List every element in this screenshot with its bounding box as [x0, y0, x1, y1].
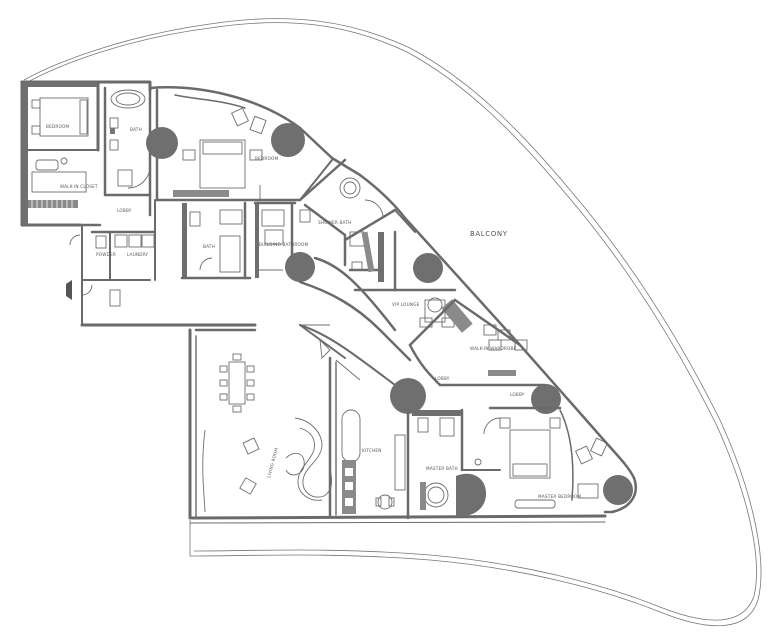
lobby-1-label: LOBBY [117, 208, 132, 213]
bath-1-room [103, 86, 152, 217]
central-corridor [285, 252, 561, 414]
misc-details [300, 209, 501, 471]
shower-bath-label: SHOWER BATH [318, 220, 351, 225]
walkin-closet-1-label: WALK-IN CLOSET [60, 184, 98, 189]
powder-label: POWDER [96, 252, 116, 257]
bedroom-2-label: BEDROOM [255, 156, 278, 161]
master-bedroom-room [483, 406, 633, 509]
service-rooms [66, 199, 157, 307]
bath-2-label: BATH [203, 244, 215, 249]
laundry-label: LAUNDRY [127, 252, 149, 257]
walkin-wardrobe-label: WALK-IN WARDROBE [470, 346, 517, 351]
vip-lounge-room [353, 230, 473, 333]
building-bathroom-label: BUILDING BATHROOM [259, 242, 308, 247]
balcony-label: BALCONY [470, 230, 508, 238]
kitchen-room [341, 408, 410, 520]
balcony-outline [23, 18, 762, 627]
living-room [194, 328, 337, 517]
living-room-label: LIVING ROOM [266, 447, 279, 478]
bath-1-label: BATH [130, 127, 142, 132]
vip-lounge-label: VIP LOUNGE [392, 302, 420, 307]
lobby-2-label: LOBBY [435, 376, 450, 381]
master-bath-room [412, 408, 487, 516]
lobby-3-label: LOBBY [510, 392, 525, 397]
master-bedroom-label: MASTER BEDROOM [538, 494, 581, 499]
shower-bath-room [298, 158, 384, 267]
bath-2-room [180, 201, 252, 280]
bedroom-1-room [22, 80, 100, 225]
bedroom-2-room [146, 88, 333, 202]
master-bath-label: MASTER BATH [426, 466, 458, 471]
kitchen-label: KITCHEN [362, 448, 382, 453]
bedroom-1-label: BEDROOM [46, 124, 69, 129]
